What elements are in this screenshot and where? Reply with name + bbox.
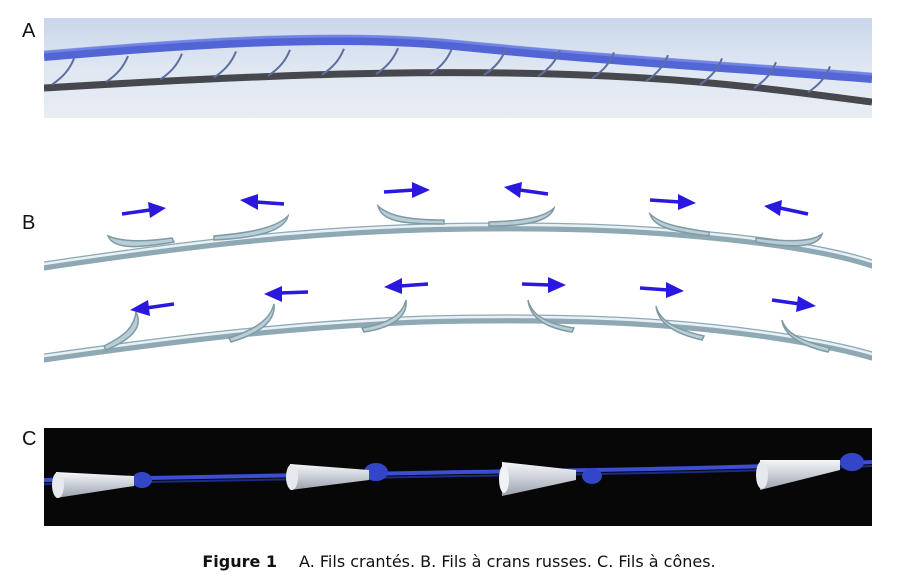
caption-text: A. Fils crantés. B. Fils à crans russes.… [299,552,716,571]
barb [102,309,139,351]
barb [483,48,507,76]
barb [213,213,290,241]
arrow-left-icon [384,278,429,294]
barb [537,49,561,78]
arrow-left-icon [764,200,809,216]
panel-c-cone-thread-photo [44,428,872,526]
arrow-right-icon [639,282,684,298]
panel-label-b: B [22,212,36,234]
barb [753,61,777,90]
barb [527,299,576,333]
figure-label: Figure 1 [202,552,278,571]
barb [755,231,824,247]
panel-a-barbed-thread-photo [44,18,872,118]
barb [105,55,129,83]
barb [645,54,669,82]
knot [364,463,388,481]
barb-group [51,47,831,94]
arrow-right-icon [771,296,816,312]
barb [360,299,407,333]
knot [840,453,864,471]
barb [227,303,275,343]
arrow-right-icon [121,202,166,218]
knot [582,468,602,484]
barb [699,58,723,86]
barb [376,203,445,225]
barb [51,58,75,86]
panel-b-russian-notched-thread-diagram [44,170,872,375]
arrow-right-icon [649,194,696,210]
barb [655,305,706,341]
cone [499,462,576,496]
barb [591,52,615,80]
barb [648,211,710,237]
panel-label-a: A [22,20,36,42]
cone [756,460,840,490]
blue-thread [44,460,872,482]
cone [52,472,134,498]
knot [132,472,152,488]
arrow-right-icon [521,277,566,293]
arrow-left-icon [240,194,285,210]
barb [375,47,399,75]
barb [807,65,831,94]
arrow-left-icon [130,300,175,316]
lower-thread [44,314,872,363]
figure-caption: Figure 1 A. Fils crantés. B. Fils à crans… [0,552,918,571]
barb [429,47,453,76]
cone [286,464,369,490]
barb [321,48,345,76]
barb [159,53,183,81]
arrow-right-icon [383,182,430,198]
panel-label-c: C [22,428,37,450]
barb [781,319,832,353]
arrow-left-icon [264,286,309,302]
barb [267,49,291,77]
arrow-left-icon [504,182,549,198]
barb [106,234,176,248]
barb [488,205,556,227]
barb [213,51,237,79]
